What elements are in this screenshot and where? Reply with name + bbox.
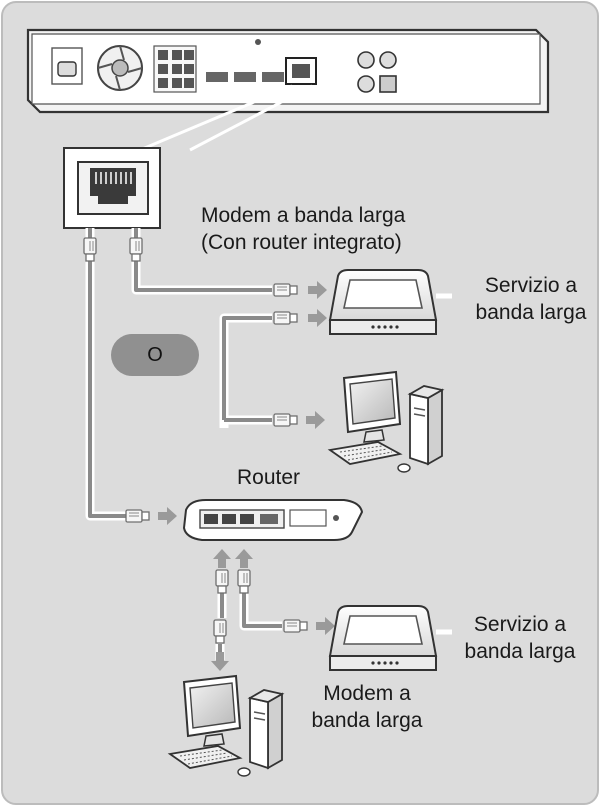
router-icon bbox=[182, 499, 364, 541]
modem-label-line1: Modem a bbox=[323, 682, 411, 705]
callout-line bbox=[189, 84, 313, 152]
rj45-plug-icon bbox=[215, 569, 229, 594]
rj45-plug-icon bbox=[129, 237, 143, 262]
lan-port-icon bbox=[63, 147, 161, 229]
rj45-plug-icon bbox=[283, 619, 308, 633]
desktop-computer-icon bbox=[329, 371, 443, 473]
or-badge: O bbox=[111, 334, 199, 376]
device-rear-panel-icon bbox=[26, 28, 550, 114]
rj45-plug-icon bbox=[273, 413, 298, 427]
broadband-service-top-line1: Servizio a bbox=[484, 274, 578, 297]
broadband-service-bottom-line2: banda larga bbox=[464, 640, 576, 663]
desktop-computer-icon bbox=[169, 675, 283, 777]
modem-router-label-line2: (Con router integrato) bbox=[201, 231, 402, 254]
rj45-plug-icon bbox=[83, 237, 97, 262]
rj45-plug-icon bbox=[125, 509, 150, 523]
modem-router-label-line1: Modem a banda larga bbox=[201, 204, 406, 227]
broadband-service-top-line2: banda larga bbox=[475, 301, 587, 324]
modem-icon bbox=[329, 269, 437, 335]
rj45-plug-icon bbox=[213, 619, 227, 644]
router-label: Router bbox=[237, 466, 301, 489]
modem-icon bbox=[329, 605, 437, 671]
rj45-plug-icon bbox=[273, 283, 298, 297]
rj45-plug-icon bbox=[273, 311, 298, 325]
rj45-plug-icon bbox=[237, 569, 251, 594]
broadband-service-bottom-line1: Servizio a bbox=[473, 613, 567, 636]
modem-label-line2: banda larga bbox=[311, 709, 423, 732]
callout-line bbox=[139, 84, 293, 152]
